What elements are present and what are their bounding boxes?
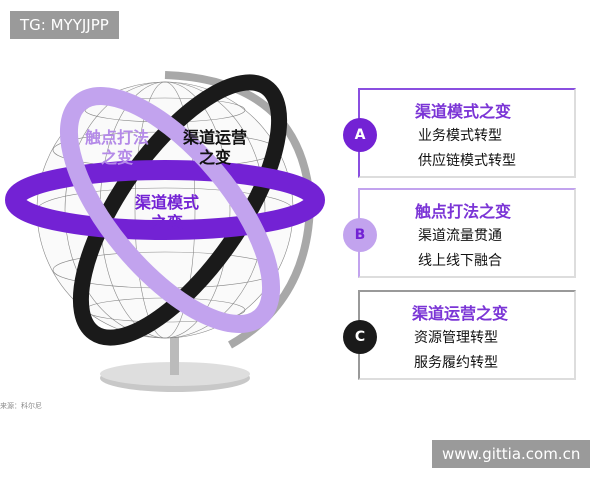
card-line: 线上线下融合 bbox=[418, 253, 502, 269]
globe-label-touch: 触点打法 之变 bbox=[85, 128, 150, 167]
card-line: 资源管理转型 bbox=[414, 330, 498, 346]
card-a: A 渠道模式之变 业务模式转型 供应链模式转型 bbox=[343, 88, 576, 178]
light-purple-ring bbox=[59, 87, 281, 333]
watermark-top: TG: MYYJJPP bbox=[10, 11, 119, 39]
badge-b: B bbox=[343, 218, 377, 252]
globe-label-mode: 渠道模式 之变 bbox=[135, 193, 200, 232]
watermark-bottom: www.gittia.com.cn bbox=[432, 440, 591, 468]
card-title: 触点打法之变 bbox=[415, 202, 512, 221]
card-c: C 渠道运营之变 资源管理转型 服务履约转型 bbox=[343, 290, 576, 380]
card-line: 渠道流量贯通 bbox=[418, 228, 502, 244]
card-line: 服务履约转型 bbox=[414, 355, 498, 371]
card-title: 渠道模式之变 bbox=[415, 102, 512, 121]
purple-ring bbox=[5, 160, 325, 240]
stand-pole bbox=[170, 335, 179, 375]
globe-label-ops: 渠道运营 之变 bbox=[183, 128, 248, 167]
card-line: 供应链模式转型 bbox=[418, 153, 516, 169]
card-b: B 触点打法之变 渠道流量贯通 线上线下融合 bbox=[343, 188, 576, 278]
badge-c: C bbox=[343, 320, 377, 354]
source-note: 来源：科尔尼 bbox=[0, 402, 42, 410]
badge-a: A bbox=[343, 118, 377, 152]
card-line: 业务模式转型 bbox=[418, 128, 502, 144]
card-title: 渠道运营之变 bbox=[412, 304, 509, 323]
globe-illustration bbox=[5, 71, 325, 392]
